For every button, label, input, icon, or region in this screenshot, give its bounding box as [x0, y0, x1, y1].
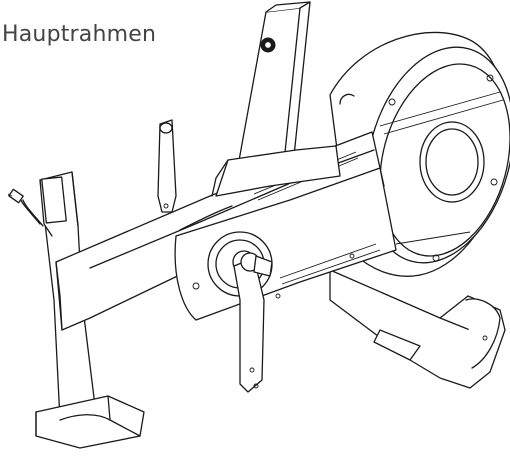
seat-post — [212, 2, 340, 196]
front-stabilizer — [36, 396, 144, 448]
sensor-cable — [8, 189, 43, 226]
front-crank-arm — [234, 253, 272, 392]
rear-crank-arm — [158, 120, 176, 212]
rear-stabilizer — [330, 270, 505, 388]
diagram-label: Hauptrahmen — [2, 22, 157, 47]
